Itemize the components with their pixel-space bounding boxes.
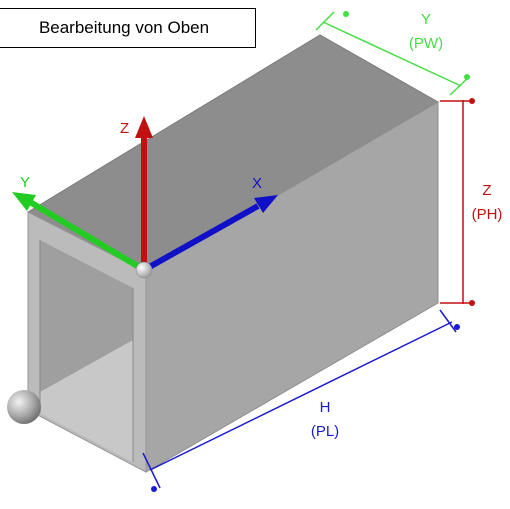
width-dimension-axis: Y — [421, 11, 431, 28]
y-axis-label: Y — [20, 174, 30, 191]
origin-point — [135, 261, 153, 279]
length-dimension-axis: H — [320, 399, 331, 416]
width-dimension-dot-start — [343, 11, 349, 17]
width-dimension-param: (PW) — [409, 35, 443, 52]
z-axis-label: Z — [120, 120, 129, 137]
length-dimension-line — [149, 321, 453, 471]
z-axis-arrowhead — [135, 116, 153, 138]
y-axis-line — [28, 199, 146, 273]
length-dimension-dot-start — [151, 486, 157, 492]
title-box: Bearbeitung von Oben — [0, 8, 256, 48]
width-dimension-tick-start — [315, 11, 335, 31]
length-dimension-param: (PL) — [311, 423, 339, 440]
box-opening-inner-wall — [40, 240, 133, 392]
x-axis-arrowhead — [254, 195, 278, 213]
box-opening-inner-bottom — [40, 340, 133, 462]
length-dimension-tick-end — [439, 309, 457, 333]
width-dimension-line — [322, 21, 462, 87]
title-text: Bearbeitung von Oben — [38, 18, 210, 37]
y-axis-arrowhead — [12, 192, 36, 211]
length-dimension-dot-end — [454, 324, 460, 330]
height-dimension-dot-top — [469, 98, 475, 104]
width-dimension-dot-end — [464, 74, 470, 80]
x-axis-label: X — [252, 175, 262, 192]
x-axis-line — [142, 203, 260, 273]
height-dimension-dot-bottom — [469, 300, 475, 306]
height-dimension-param: (PH) — [472, 206, 503, 223]
reference-sphere — [7, 390, 41, 424]
height-dimension-axis: Z — [482, 182, 491, 199]
length-dimension-tick-start — [142, 452, 161, 489]
